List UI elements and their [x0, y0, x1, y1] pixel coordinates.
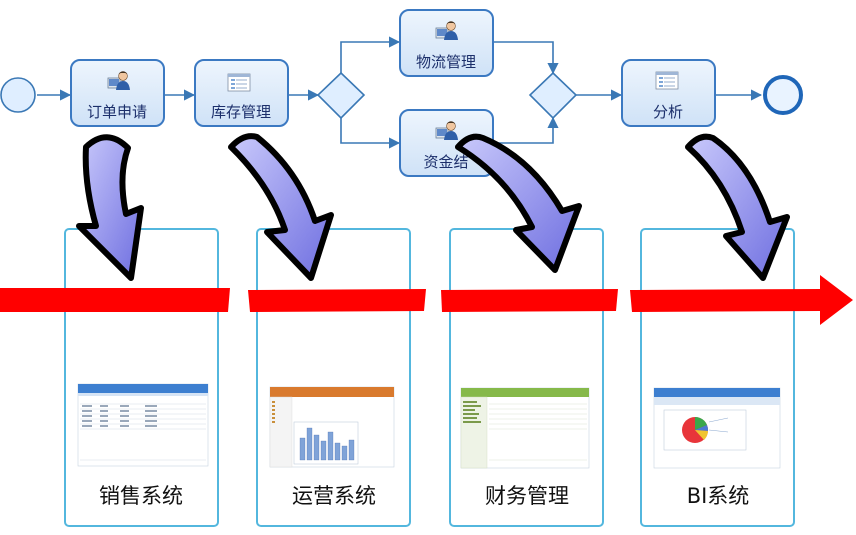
- bi-system-label: BI系统: [687, 484, 750, 508]
- bi-system-screenshot: [653, 387, 781, 469]
- task-logistics[interactable]: 物流管理: [399, 9, 494, 77]
- task-inventory-label: 库存管理: [211, 103, 271, 121]
- start-event: [0, 77, 36, 113]
- bi-mini-pie: [682, 417, 709, 443]
- connector-funds-join: [493, 116, 559, 144]
- system-panel-sales: [64, 228, 219, 527]
- system-panel-operations: [256, 228, 411, 527]
- curved-arrow-to-finance: [455, 133, 582, 273]
- end-event: [763, 75, 803, 115]
- finance-system-label: 财务管理: [485, 484, 569, 508]
- task-funds-label: 资金结: [423, 153, 468, 171]
- flow-connectors: [37, 36, 763, 149]
- join-gateway: [528, 71, 578, 120]
- finance-system-screenshot: [460, 387, 590, 469]
- split-gateway: [316, 71, 366, 120]
- operations-system-label: 运营系统: [292, 484, 376, 508]
- task-analysis[interactable]: 分析: [621, 59, 716, 127]
- curved-arrow-to-sales: [76, 134, 144, 281]
- sales-system-label: 销售系统: [99, 484, 183, 508]
- operations-system-screenshot: [269, 386, 395, 468]
- task-analysis-label: 分析: [653, 103, 683, 121]
- form-window-icon: [655, 71, 679, 90]
- task-order-label: 订单申请: [87, 103, 147, 121]
- connector-split-logistics: [340, 36, 401, 73]
- curved-arrow-to-bi: [685, 133, 790, 281]
- task-order[interactable]: 订单申请: [70, 59, 165, 127]
- system-panel-finance: [449, 228, 604, 527]
- timeline-arrow: [0, 275, 853, 325]
- connector-logistics-join: [493, 41, 559, 75]
- task-logistics-label: 物流管理: [416, 53, 476, 71]
- task-inventory[interactable]: 库存管理: [194, 59, 289, 127]
- sales-system-screenshot: [77, 383, 209, 467]
- connector-split-funds: [340, 118, 401, 149]
- system-panel-bi: [640, 228, 795, 527]
- curved-arrow-to-operations: [228, 133, 334, 281]
- form-window-icon: [227, 73, 251, 92]
- operations-mini-bars: [299, 427, 355, 461]
